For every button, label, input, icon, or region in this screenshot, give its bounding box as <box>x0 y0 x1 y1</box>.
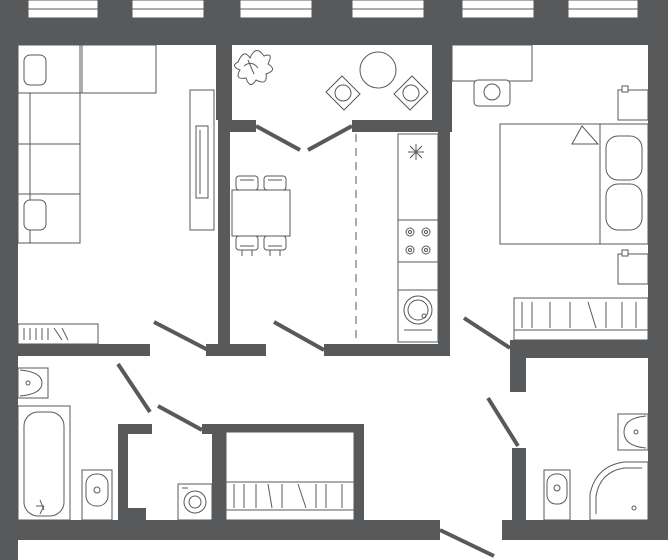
door-kitchen <box>273 320 325 352</box>
door-laundry <box>157 404 203 432</box>
chair-balcony-right <box>393 75 429 111</box>
double-bed <box>499 123 649 245</box>
pillow <box>605 183 643 231</box>
door-bedroom <box>462 316 512 350</box>
door-bathroom <box>116 362 152 414</box>
kitchen <box>231 133 439 343</box>
clothes-rail <box>225 481 355 511</box>
living-room <box>17 44 215 345</box>
chair-balcony-left <box>325 75 361 111</box>
door-living <box>153 320 209 352</box>
nightstand-top <box>617 89 649 121</box>
closet <box>225 431 355 521</box>
shower-room-toilet <box>543 469 571 521</box>
bedroom <box>451 44 649 341</box>
desk <box>451 44 533 82</box>
radiator <box>17 323 99 345</box>
bathroom-toilet <box>81 469 113 521</box>
pillow <box>605 135 643 181</box>
plant-icon <box>234 50 273 85</box>
tv-stand <box>189 89 215 231</box>
desk-chair <box>473 79 511 107</box>
wardrobe <box>513 297 649 341</box>
corner-sofa <box>17 44 157 244</box>
door-shower-room <box>486 396 520 448</box>
round-table <box>359 51 397 89</box>
balcony <box>234 50 429 111</box>
door-entrance <box>439 528 495 558</box>
shower-room <box>543 413 649 521</box>
bathroom <box>17 367 113 521</box>
stove <box>405 227 431 255</box>
dining-chairs <box>235 175 287 256</box>
bathtub <box>17 405 71 521</box>
shower-room-washbasin <box>617 413 649 451</box>
washing-machine <box>177 483 213 521</box>
hood-icon <box>408 144 424 160</box>
door-balcony-right <box>307 124 353 152</box>
nightstand-bottom <box>617 253 649 285</box>
shower <box>589 461 649 521</box>
bathroom-washbasin <box>17 367 49 399</box>
doors <box>116 124 520 558</box>
dining-table <box>231 189 291 237</box>
kitchen-sink <box>403 295 433 325</box>
laundry <box>177 483 213 521</box>
door-balcony-left <box>255 124 301 152</box>
